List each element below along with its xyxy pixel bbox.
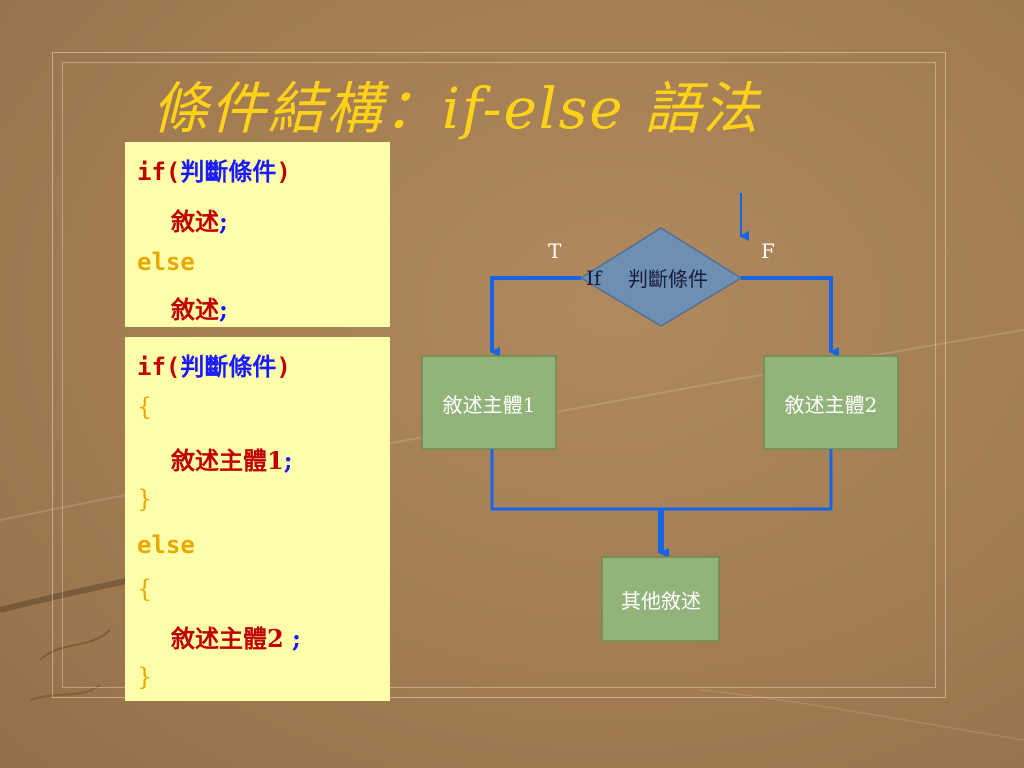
close-paren: ) — [276, 158, 291, 186]
code-line-else-stmt: 敘述; — [171, 290, 228, 325]
open-brace: { — [137, 575, 153, 603]
code-line-body1: 敘述主體1; — [171, 441, 293, 476]
code-line-body2: 敘述主體2 ; — [171, 619, 301, 654]
close-brace: } — [137, 485, 153, 513]
body2-label: 敘述主體2 — [785, 393, 878, 417]
if-keyword: if( — [137, 353, 181, 381]
body2-box — [763, 355, 899, 450]
statement-text: 敘述 — [171, 295, 219, 324]
body1-label: 敘述主體1 — [443, 393, 536, 417]
condition-text: 判斷條件 — [180, 157, 277, 186]
close-brace: } — [137, 663, 153, 691]
code-box-block: if(判斷條件) { 敘述主體1; } else { 敘述主體2 ; } — [125, 337, 390, 701]
false-label: F — [761, 239, 775, 263]
else-keyword: else — [137, 248, 195, 276]
semicolon: ; — [219, 295, 228, 324]
other-label: 其他敘述 — [621, 589, 701, 613]
body-text: 敘述主體2 — [171, 624, 284, 653]
condition-label: 判斷條件 — [628, 267, 708, 291]
slide-frame-outer — [52, 52, 946, 698]
body-text: 敘述主體1 — [171, 446, 284, 475]
if-keyword: if( — [137, 158, 181, 186]
other-box — [601, 556, 720, 642]
code-box-simple: if(判斷條件) 敘述; else 敘述; — [125, 142, 390, 327]
code-line-if: if(判斷條件) — [137, 347, 291, 382]
statement-text: 敘述 — [171, 207, 219, 236]
close-paren: ) — [276, 353, 291, 381]
true-branch-arrow — [490, 276, 581, 357]
else-keyword: else — [137, 531, 195, 559]
semicolon: ; — [283, 624, 301, 653]
body1-box — [421, 355, 557, 450]
semicolon: ; — [219, 207, 228, 236]
code-line-stmt: 敘述; — [171, 202, 228, 237]
if-label: If — [586, 266, 603, 290]
code-line-if: if(判斷條件) — [137, 152, 291, 187]
open-brace: { — [137, 393, 153, 421]
slide-frame-inner — [62, 62, 936, 688]
merge-line — [490, 449, 833, 511]
false-branch-arrow — [741, 276, 839, 357]
semicolon: ; — [283, 446, 293, 475]
condition-diamond — [579, 227, 743, 327]
slide-title: 條件結構：if-else 語法 — [152, 77, 761, 142]
condition-text: 判斷條件 — [180, 352, 277, 381]
true-label: T — [548, 239, 562, 263]
